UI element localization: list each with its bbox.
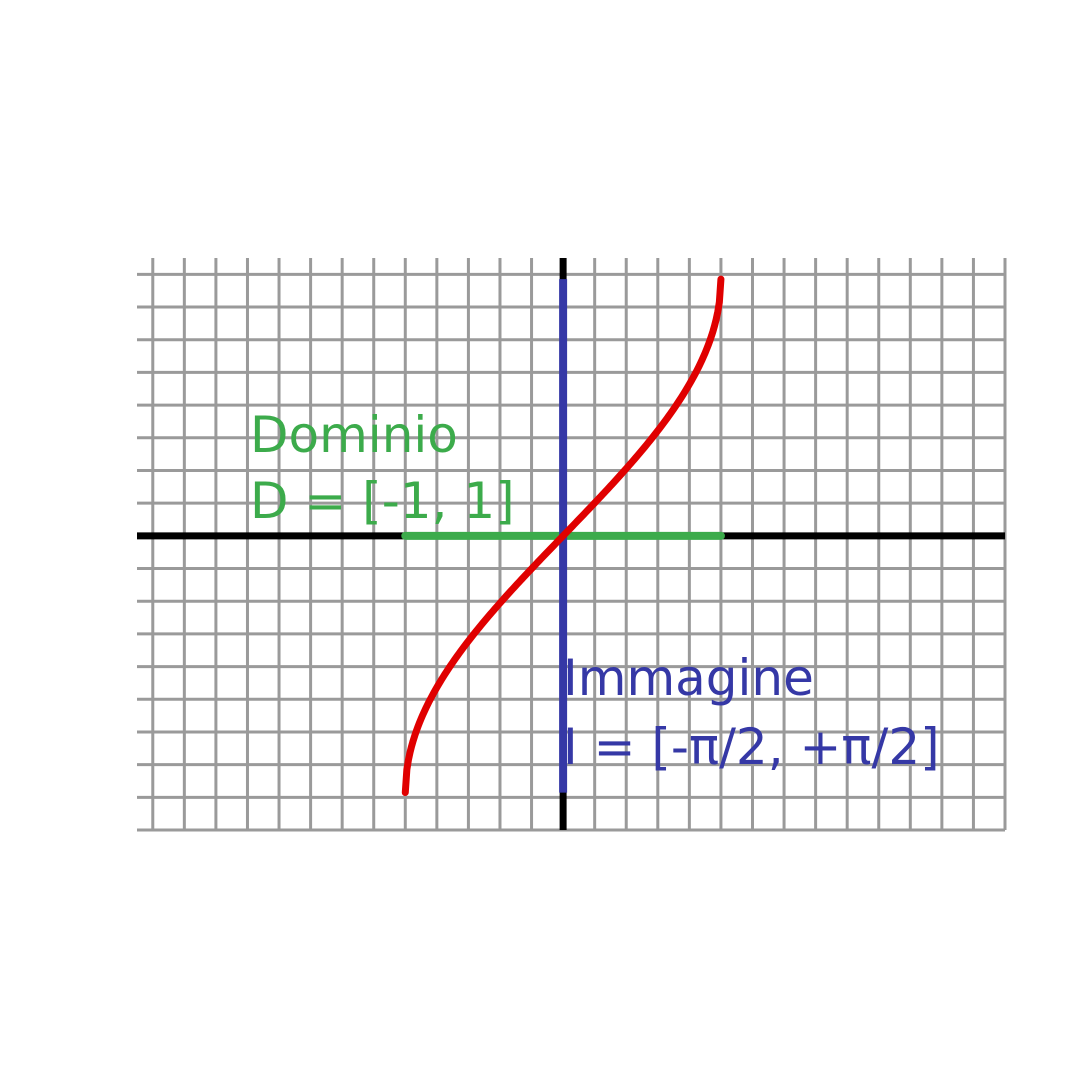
range-title-label: Immagine bbox=[563, 649, 814, 707]
arcsin-curve bbox=[401, 275, 725, 797]
domain-expression-label: D = [-1, 1] bbox=[250, 472, 515, 530]
domain-title-label: Dominio bbox=[250, 406, 458, 464]
range-expression-label: I = [-π/2, +π/2] bbox=[563, 718, 940, 776]
curve-layer bbox=[401, 275, 725, 797]
